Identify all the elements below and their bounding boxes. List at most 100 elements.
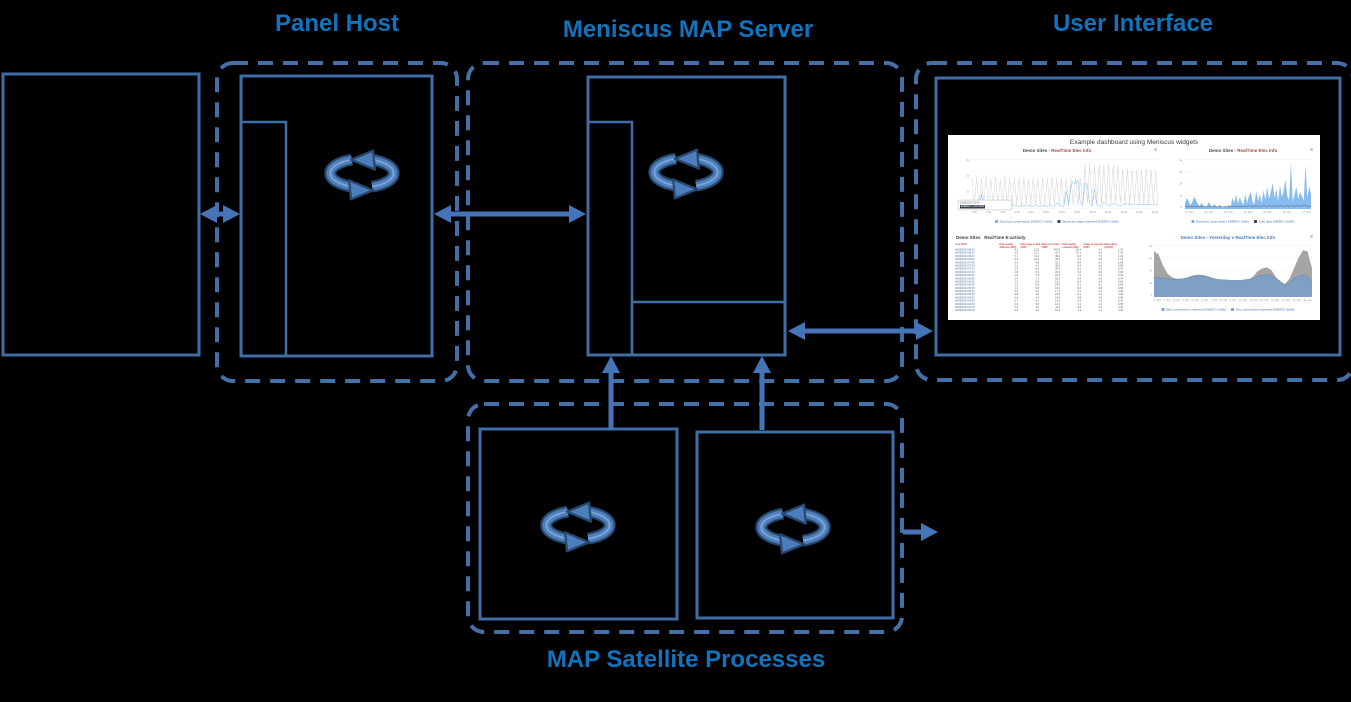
table-cell: 22.6: [1055, 277, 1060, 281]
user-interface-group: [914, 61, 1351, 382]
legend-marker: [1191, 220, 1195, 223]
axis-tick: 3. Nov: [1172, 299, 1181, 302]
axis-tick: 14. Nov: [1281, 299, 1291, 302]
axis-tick: 1k: [1179, 194, 1182, 198]
axis-tick: 16. Nov: [1303, 299, 1312, 302]
table-cell: 10.1: [1076, 251, 1081, 255]
table-cell: 7.6: [1035, 274, 1039, 278]
axis-tick: 6:00: [1014, 211, 1020, 214]
axis-tick: 1k: [966, 190, 969, 194]
table-cell: 3.4: [1098, 280, 1102, 284]
table-cell: 1.1: [1098, 309, 1102, 313]
axis-tick: 24:00: [1151, 211, 1158, 214]
external-left-box: [1, 72, 201, 357]
axis-tick: 26. Nov: [1282, 211, 1292, 214]
legend-label: Electricity usage expected ENERGY (kWh): [1061, 220, 1120, 224]
table-cell: 8.4: [1077, 264, 1081, 268]
axis-tick: 40: [1149, 269, 1152, 273]
series-blue-area: [1154, 274, 1312, 297]
table-cell: 3.8: [1035, 302, 1039, 306]
arrow-mapserver-ui: [788, 322, 933, 340]
timestamp-cell: 04/09/2014 04:15: [955, 306, 975, 310]
axis-tick: 9. Nov: [1229, 299, 1237, 302]
table-cell: 2.8: [1098, 286, 1102, 290]
satellite-box-1: [478, 427, 679, 621]
table-cell: 0.64: [1118, 283, 1123, 287]
arrow-leftbox-panelhost: [200, 205, 240, 223]
timestamp-cell: 04/09/2014 08:15: [955, 254, 975, 258]
timestamp-cell: 04/09/2014 08:30: [955, 251, 975, 255]
table-cell: 21.2: [1055, 280, 1060, 284]
axis-tick: 5. Nov: [1191, 299, 1199, 302]
axis-tick: 23. Nov: [1224, 211, 1233, 214]
table-cell: 5.2: [1098, 267, 1102, 271]
tooltip-value: ENERGY 1,024 kWh: [960, 205, 986, 209]
table-cell: 1.29: [1118, 251, 1123, 255]
table-cell: 33.1: [1055, 261, 1060, 265]
table-cell: 9.1: [1035, 264, 1039, 268]
timestamp-cell: 04/09/2014 07:45: [955, 261, 975, 265]
table-cell: 1.14: [1118, 258, 1123, 262]
table-cell: 0.5: [1014, 309, 1018, 313]
table-panel-realtime-activity: Demo Sites RealTime E-activity as at 09:…: [955, 235, 1127, 318]
table-cell: 0.6: [1014, 302, 1018, 306]
table-title: Demo Sites RealTime E-activity: [956, 235, 1025, 240]
table-cell: 5.6: [1098, 264, 1102, 268]
table-cell: 9.8: [1035, 261, 1039, 265]
table-cell: 10.4: [1055, 309, 1060, 313]
table-cell: 14.6: [1055, 296, 1060, 300]
axis-tick: 20: [1149, 281, 1152, 285]
hamburger-icon: ≡: [1154, 147, 1157, 153]
chart-panel-yesterday-vs-realtime: Demo Sites - Yesterday v RealTime Elec I…: [1140, 234, 1316, 318]
table-cell: 7.2: [1077, 274, 1081, 278]
table-cell: 44.07: [1053, 248, 1060, 252]
table-cell: 1.8: [1014, 270, 1018, 274]
table-cell: 3.4: [1077, 309, 1081, 313]
table-cell: 1.1: [1014, 283, 1018, 287]
table-cell: 1.4: [1098, 302, 1102, 306]
table-cell: 8.2: [1098, 251, 1102, 255]
table-cell: 2.0: [1014, 267, 1018, 271]
table-cell: 6.2: [1035, 283, 1039, 287]
series-dark: [1185, 204, 1311, 208]
timestamp-cell: 04/09/2014 06:30: [955, 277, 975, 281]
table-cell: 0.74: [1118, 277, 1123, 281]
axis-tick: 80: [1149, 245, 1152, 248]
table-cell: 9.4: [1098, 248, 1102, 252]
chart-title-part: Demo Sites - Yesterday v RealTime Elec I…: [1180, 235, 1276, 240]
table-cell: 4.1: [1035, 299, 1039, 303]
table-cell: 5.2: [1035, 290, 1039, 294]
table-cell: 6.8: [1098, 258, 1102, 262]
column-header: Daily reading difference (kWh): [999, 243, 1017, 249]
timestamp-cell: 04/09/2014 04:00: [955, 309, 975, 313]
table-cell: 17.1: [1055, 290, 1060, 294]
table-cell: 18.4: [1055, 286, 1060, 290]
legend-label: Electricity consumption ENERGY (kWh): [1196, 220, 1250, 224]
arrow-panelhost-mapserver: [434, 205, 586, 223]
table-cell: 0.86: [1118, 270, 1123, 274]
table-cell: 7.8: [1077, 270, 1081, 274]
table-cell: 2.9: [1014, 258, 1018, 262]
table-cell: 0.45: [1118, 296, 1123, 300]
table-cell: 5.8: [1077, 286, 1081, 290]
table-cell: 0.31: [1118, 309, 1123, 313]
chart-title: Demo Sites - RealTime Elec Info: [1170, 148, 1316, 153]
timestamp-cell: 04/09/2014 06:45: [955, 274, 975, 278]
chart-legend: Electricity consumption ENERGY (kWh)Elec…: [954, 220, 1160, 223]
axis-tick: 24. Nov: [1243, 211, 1253, 214]
table-cell: 2.6: [1014, 261, 1018, 265]
table-cell: 2.2: [1014, 264, 1018, 268]
sync-icon: [761, 505, 824, 554]
table-cell: 2.1: [1098, 293, 1102, 297]
column-header: Daily reading expected (kWh): [1062, 243, 1079, 249]
